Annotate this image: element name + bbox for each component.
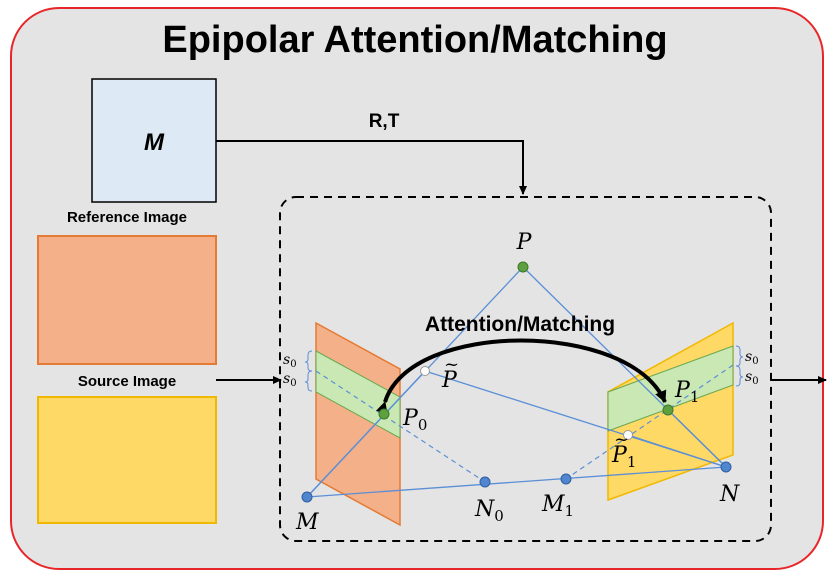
diagram-title: Epipolar Attention/Matching bbox=[162, 19, 667, 61]
right-brace-lower bbox=[735, 365, 744, 387]
left-brace-upper bbox=[304, 350, 313, 372]
label-P-tilde: P bbox=[441, 368, 458, 393]
right-brace-upper bbox=[735, 345, 744, 367]
label-P: P bbox=[516, 230, 533, 255]
source-image-yellow bbox=[37, 396, 217, 524]
right-s0-lower: s0 bbox=[745, 369, 759, 387]
point-P1-tilde bbox=[623, 430, 633, 440]
label-M1: M1 bbox=[541, 492, 574, 520]
ray-N-P1tilde bbox=[627, 434, 727, 468]
point-P bbox=[517, 261, 529, 273]
rt-label: R,T bbox=[369, 111, 400, 132]
right-epipolar-line bbox=[565, 364, 734, 480]
ray-N-P1 bbox=[667, 409, 727, 468]
source-image-label: Source Image bbox=[78, 373, 176, 390]
label-P0: P0 bbox=[402, 406, 427, 434]
right-band-braces bbox=[735, 345, 744, 387]
point-P1 bbox=[662, 404, 674, 416]
left-epipolar-line bbox=[315, 370, 486, 483]
epipolar-lines bbox=[315, 364, 734, 483]
point-P0 bbox=[378, 408, 390, 420]
label-P1: P1 bbox=[674, 378, 699, 406]
source-image-orange bbox=[37, 235, 217, 365]
label-M: M bbox=[295, 510, 319, 535]
epipolar-module-box bbox=[279, 196, 772, 542]
point-N bbox=[720, 461, 732, 473]
left-s0-lower: s0 bbox=[283, 371, 297, 389]
label-N0: N0 bbox=[474, 497, 504, 525]
rt-connector-line bbox=[216, 140, 527, 195]
label-P1-tilde: P1 bbox=[611, 443, 636, 471]
attention-arc-arrow bbox=[376, 338, 667, 415]
label-N: N bbox=[719, 482, 740, 507]
left-s0-upper: s0 bbox=[283, 352, 297, 370]
baseline-M-N bbox=[306, 466, 727, 498]
label-P1-tilde-mark: ~ bbox=[614, 429, 629, 450]
reference-box-label: M bbox=[144, 129, 165, 156]
left-brace-lower bbox=[304, 370, 313, 392]
attention-label: Attention/Matching bbox=[425, 313, 615, 336]
point-M bbox=[301, 491, 313, 503]
label-P-tilde-mark: ~ bbox=[444, 354, 459, 375]
reference-image-box bbox=[91, 78, 217, 203]
point-N0 bbox=[479, 476, 491, 488]
point-P-tilde bbox=[420, 366, 430, 376]
reference-image-label: Reference Image bbox=[67, 209, 187, 226]
right-s0-upper: s0 bbox=[745, 349, 759, 367]
point-M1 bbox=[560, 473, 572, 485]
left-band-braces bbox=[304, 350, 313, 392]
